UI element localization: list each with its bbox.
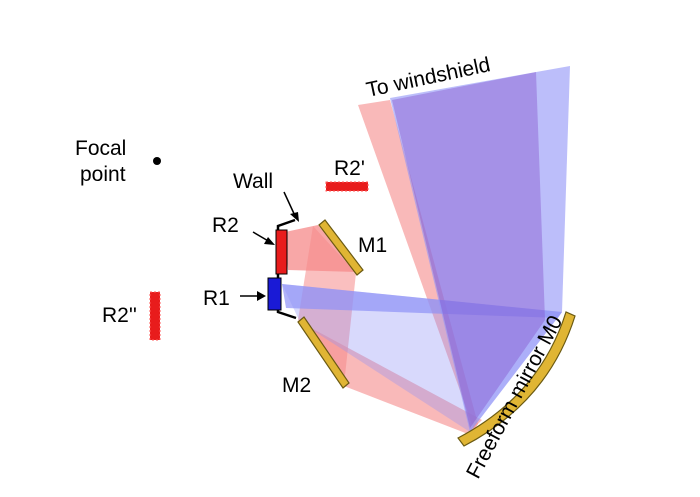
r1-display [267,277,282,311]
red-beam-m2-to-m0 [300,322,482,434]
r2-display [275,229,288,275]
r2-prime-label: R2' [334,157,365,180]
focal-label-line1: Focal [75,137,126,160]
wall-arrowhead [290,212,299,222]
r1-label: R1 [203,287,230,310]
red-beam-m0-to-windshield [358,100,478,430]
r2-double-prime-label: R2'' [102,304,137,327]
focal-point-dot [153,157,161,165]
m1-label: M1 [358,234,387,257]
m2-label: M2 [282,374,311,397]
r2-double-prime-image [149,291,161,341]
blue-beam-m0-to-windshield [390,66,570,432]
pointer-arrows [240,191,299,301]
mirror-m2 [297,316,350,389]
beam-overlap-region [392,72,545,428]
focal-label-line2: point [80,163,126,186]
r2-arrowhead [264,237,275,245]
light-beams [282,66,570,434]
mirror-m1 [318,219,364,276]
r2-label: R2 [212,214,239,237]
wall-label: Wall [233,170,273,193]
r1-arrowhead [257,291,266,301]
r2-prime-image [325,181,369,192]
freeform-mirror-m0 [457,311,576,447]
